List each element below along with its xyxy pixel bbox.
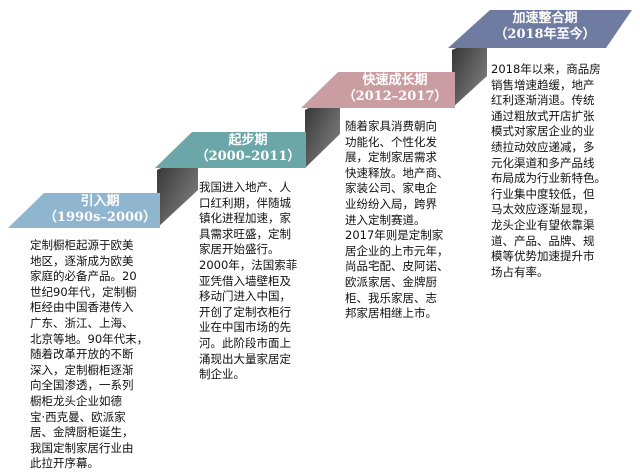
banner-3	[301, 72, 455, 108]
description-line: 镇化进程加速，家	[199, 211, 291, 226]
description-line: 销售增速趋缓，地产	[491, 77, 595, 92]
stage-3-title: 快速成长期（2012–2017）	[342, 73, 448, 104]
stage-1-title: 引入期（1990s–2000）	[43, 194, 157, 225]
description-line: 进入定制赛道。	[345, 212, 426, 227]
description-line: 行业集中度较低，但	[491, 186, 595, 201]
stage-4-title: 加速整合期（2018年至今）	[494, 11, 596, 42]
description-line: 世纪90年代，定制橱	[30, 284, 137, 299]
description-line: 马太效应逐渐显现，	[491, 202, 595, 217]
description-line: 道、产品、品牌、规	[491, 233, 595, 248]
description-line: 尚品宅配、皮阿诺、	[345, 259, 449, 274]
description-line: 柜经由中国香港传入	[30, 300, 134, 315]
description-line: 模等优势加速提升市	[491, 249, 595, 264]
description-line: 模式对家居企业的业	[491, 124, 595, 139]
description-line: 2000年，法国索菲	[199, 257, 298, 272]
description-line: 随着改革开放的不断	[30, 347, 134, 362]
stage-4-description: 2018年以来，商品房销售增速趋缓，地产红利逐渐消退。传统通过粗放式开店扩张模式…	[491, 62, 606, 280]
stage-3-description: 随着家具消费朝向功能化、个性化发展，定制家居需求快速释放。地产商、家装公司、家电…	[345, 119, 449, 322]
description-line: 柜、我乐家居、志	[345, 290, 437, 305]
description-line: 功能化、个性化发	[345, 134, 437, 149]
description-line: 通过粗放式开店扩张	[491, 108, 595, 123]
description-line: 布局成为行业新特色。	[491, 171, 606, 186]
description-line: 红利逐渐消退。传统	[491, 93, 595, 108]
description-line: 深入，定制橱柜逐渐	[30, 362, 134, 377]
description-line: 亚凭借入墙壁柜及	[199, 273, 291, 288]
banner-2	[155, 132, 306, 168]
banner-1	[8, 193, 160, 228]
description-line: 我国定制家居行业由	[30, 440, 134, 455]
description-line: 场占有率。	[491, 264, 549, 279]
description-line: 随着家具消费朝向	[345, 119, 437, 133]
description-line: 橱柜龙头企业如德	[30, 393, 122, 408]
description-line: 快速释放。地产商、	[345, 165, 449, 180]
description-line: 具需求旺盛，定制	[199, 226, 291, 241]
step-1	[157, 150, 198, 228]
description-line: 展，定制家居需求	[345, 150, 437, 165]
description-line: 2017年则是定制家	[345, 228, 444, 243]
description-line: 业纷纷入局，跨界	[345, 196, 437, 211]
stage-2-description: 我国进入地产、人口红利期，伴随城镇化进程加速，家具需求旺盛，定制家居开始盛行。2…	[199, 180, 297, 383]
description-line: 广东、浙江、上海、	[30, 315, 134, 330]
description-line: 涌现出大量家居定	[199, 351, 291, 366]
description-line: 制企业。	[199, 367, 245, 382]
description-line: 邦家居相继上市。	[345, 306, 437, 321]
banner-4	[448, 10, 632, 48]
description-line: 河。此阶段市面上	[199, 335, 291, 350]
step-3	[452, 34, 487, 108]
description-line: 移动门进入中国，	[199, 289, 291, 304]
step-2	[305, 92, 340, 168]
description-line: 元化渠道和多产品线	[491, 155, 595, 170]
description-line: 业在中国市场的先	[199, 320, 291, 335]
description-line: 2018年以来，商品房	[491, 62, 601, 76]
description-line: 此拉开序幕。	[30, 456, 99, 471]
description-line: 宝·西克曼、欧派家	[30, 409, 126, 424]
description-line: 北京等地。90年代末，	[30, 331, 149, 346]
description-line: 开创了定制衣柜行	[199, 304, 291, 319]
description-line: 欧派家居、金牌厨	[345, 274, 437, 289]
description-line: 家庭的必备产品。20	[30, 269, 137, 284]
description-line: 居企业的上市元年，	[345, 243, 449, 258]
description-line: 居、金牌厨柜诞生，	[30, 425, 134, 440]
description-line: 龙头企业有望依靠渠	[491, 217, 595, 232]
description-line: 绩拉动效应递减，多	[491, 139, 595, 154]
description-line: 向全国渗透，一系列	[30, 378, 134, 393]
description-line: 定制橱柜起源于欧美	[30, 238, 134, 252]
description-line: 家装公司、家电企	[345, 181, 437, 196]
description-line: 地区，逐渐成为欧美	[30, 253, 134, 268]
description-line: 口红利期，伴随城	[199, 195, 291, 210]
stage-2-title: 起步期（2000–2011）	[195, 133, 301, 164]
description-line: 家居开始盛行。	[199, 242, 280, 257]
description-line: 我国进入地产、人	[199, 180, 291, 194]
